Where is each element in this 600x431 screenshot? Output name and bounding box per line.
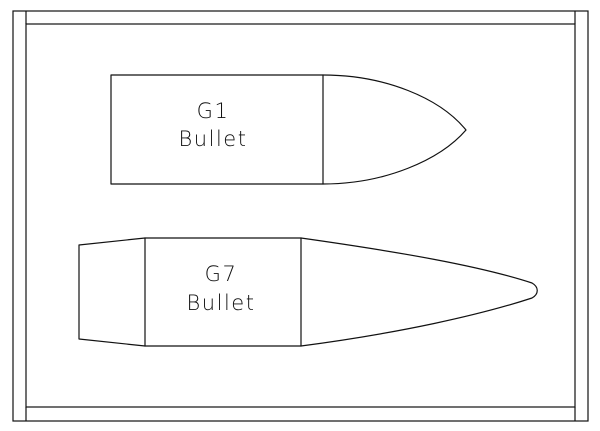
drawing-frame [12, 10, 589, 422]
g1-label-line1: G1 [197, 99, 230, 123]
g7-label-line1: G7 [205, 262, 238, 286]
g7-label-line2: Bullet [187, 291, 256, 315]
g1-bullet-shape: G1 Bullet [110, 74, 467, 185]
g7-bullet-shape: G7 Bullet [78, 237, 538, 347]
g1-bullet-outline [110, 74, 467, 185]
outer-border [12, 10, 589, 422]
g7-bullet-outline [78, 237, 538, 347]
inner-border [25, 23, 576, 408]
g1-label-line2: Bullet [179, 127, 248, 151]
